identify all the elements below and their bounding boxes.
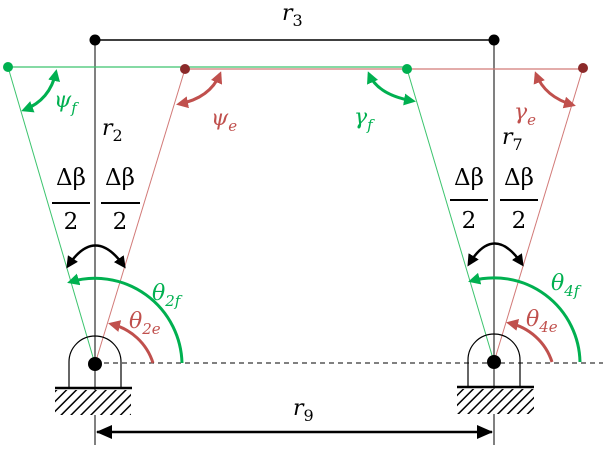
label-gamma-f: γf — [354, 105, 375, 134]
label-theta-4e: θ4e — [526, 307, 558, 336]
label-r3: r3 — [282, 1, 303, 30]
svg-text:Δβ: Δβ — [454, 165, 484, 191]
label-theta-2f: θ2f — [152, 281, 183, 310]
label-r7: r7 — [502, 125, 523, 154]
fraction-delta-beta-right-1: Δβ 2 — [450, 165, 488, 234]
angle-gamma-e-arc — [533, 71, 576, 109]
fraction-delta-beta-left-2: Δβ 2 — [101, 165, 140, 235]
angle-theta-4e-arc — [506, 319, 554, 363]
angle-theta-2f-arc — [67, 273, 184, 364]
svg-text:2: 2 — [64, 209, 79, 235]
pivot-right — [487, 355, 501, 369]
label-psi-f: ψf — [54, 88, 79, 117]
joint-extension-right — [578, 63, 588, 73]
angle-theta-2e-arc — [108, 320, 155, 364]
label-gamma-e: γe — [514, 100, 536, 129]
label-theta-2e: θ2e — [129, 309, 161, 338]
label-r2: r2 — [102, 116, 123, 145]
link-left-flexion — [7, 66, 96, 365]
svg-text:Δβ: Δβ — [105, 165, 135, 191]
svg-text:2: 2 — [113, 209, 128, 235]
ground-support-right — [457, 333, 534, 414]
label-psi-e: ψe — [211, 106, 237, 135]
joint-extension-left — [180, 64, 190, 74]
fraction-delta-beta-right-2: Δβ 2 — [500, 165, 538, 234]
fraction-delta-beta-left-1: Δβ 2 — [52, 165, 90, 235]
joint-top-right — [488, 34, 500, 46]
svg-text:Δβ: Δβ — [504, 165, 534, 191]
pivot-left — [88, 357, 102, 371]
joint-flexion-left — [3, 62, 13, 72]
link-left-extension — [94, 68, 186, 365]
angle-psi-f-arc — [21, 69, 60, 113]
svg-text:Δβ: Δβ — [56, 165, 86, 191]
ground-support-left — [55, 335, 132, 415]
label-theta-4f: θ4f — [551, 271, 582, 300]
angle-theta-4f-arc — [468, 272, 582, 363]
svg-text:2: 2 — [462, 208, 477, 234]
angle-delta-beta-right-arc — [467, 242, 524, 267]
joint-top-left — [89, 34, 101, 46]
joint-flexion-right — [402, 64, 412, 74]
label-r9: r9 — [293, 396, 314, 425]
svg-text:2: 2 — [512, 208, 527, 234]
link-right-extension — [493, 67, 584, 363]
angle-psi-e-arc — [176, 71, 223, 109]
angle-delta-beta-left-arc — [66, 244, 126, 269]
link-right-flexion — [406, 68, 495, 363]
angle-gamma-f-arc — [367, 71, 416, 106]
